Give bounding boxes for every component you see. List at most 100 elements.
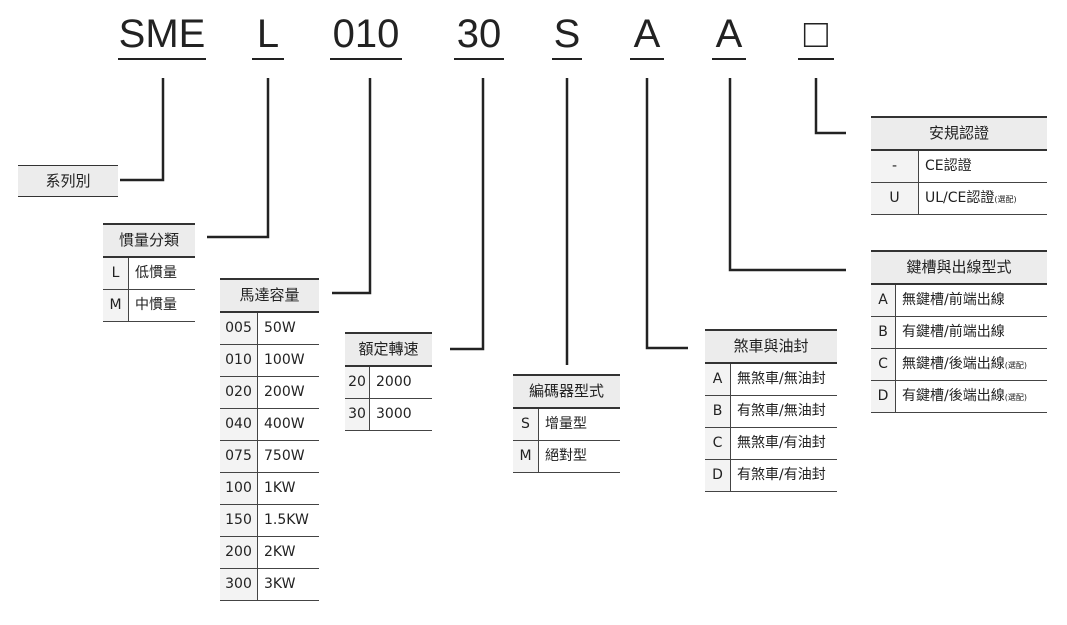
option-desc: 2000 xyxy=(370,367,412,398)
option-desc-text: 低慣量 xyxy=(135,265,177,281)
option-desc-text: 1.5KW xyxy=(264,512,309,528)
code-brake: A xyxy=(630,10,664,60)
option-desc: 3KW xyxy=(258,569,295,600)
option-code: 005 xyxy=(220,313,258,344)
option-desc-text: 3KW xyxy=(264,576,296,592)
option-code: 075 xyxy=(220,441,258,472)
keyway-header: 鍵槽與出線型式 xyxy=(871,252,1047,285)
option-desc-text: 100W xyxy=(264,352,305,368)
option-code: 010 xyxy=(220,345,258,376)
code-capacity: 010 xyxy=(330,10,402,60)
option-desc: 無煞車/有油封 xyxy=(731,428,826,459)
option-desc-text: 2KW xyxy=(264,544,296,560)
option-desc-text: UL/CE認證 xyxy=(925,190,995,206)
option-code: S xyxy=(513,409,539,440)
option-desc-text: 2000 xyxy=(376,374,412,390)
option-code: B xyxy=(705,396,731,427)
option-desc-text: 無煞車/有油封 xyxy=(737,435,826,451)
option-desc: 3000 xyxy=(370,399,412,430)
option-code: D xyxy=(705,460,731,491)
option-desc-text: 200W xyxy=(264,384,305,400)
table-row: D 有煞車/有油封 xyxy=(705,460,837,492)
table-row: S 增量型 xyxy=(513,409,620,441)
table-row: 010 100W xyxy=(220,345,319,377)
option-code: D xyxy=(871,381,896,412)
code-inertia: L xyxy=(252,10,284,60)
option-code: 150 xyxy=(220,505,258,536)
brake-header: 煞車與油封 xyxy=(705,331,837,364)
option-desc: 200W xyxy=(258,377,305,408)
connector-series xyxy=(120,78,165,182)
option-desc-text: 無鍵槽/後端出線 xyxy=(902,356,1005,372)
option-desc: 無鍵槽/後端出線(選配) xyxy=(896,349,1027,380)
option-desc: 低慣量 xyxy=(129,258,177,289)
table-row: C 無煞車/有油封 xyxy=(705,428,837,460)
option-desc-text: 有鍵槽/後端出線 xyxy=(902,388,1005,404)
optional-note: (選配) xyxy=(1004,361,1027,370)
connector-keyway xyxy=(728,78,846,272)
inertia-header: 慣量分類 xyxy=(103,225,195,258)
option-code: 040 xyxy=(220,409,258,440)
option-code: L xyxy=(103,258,129,289)
option-desc: 有煞車/有油封 xyxy=(731,460,826,491)
connector-brake xyxy=(645,78,688,350)
option-desc-text: 750W xyxy=(264,448,305,464)
table-row: -CE認證 xyxy=(871,151,1047,183)
option-code: B xyxy=(871,317,896,348)
code-cert: □ xyxy=(798,10,834,60)
option-code: A xyxy=(705,364,731,395)
option-code: 200 xyxy=(220,537,258,568)
option-desc: 絕對型 xyxy=(539,441,587,472)
series-label: 系列別 xyxy=(18,165,118,197)
table-row: 150 1.5KW xyxy=(220,505,319,537)
speed-header: 額定轉速 xyxy=(345,334,432,367)
connector-capacity xyxy=(332,78,372,295)
option-code: U xyxy=(871,183,919,214)
option-desc: 1KW xyxy=(258,473,295,504)
option-desc: 100W xyxy=(258,345,305,376)
option-desc: 2KW xyxy=(258,537,295,568)
option-code: A xyxy=(871,285,896,316)
table-row: 075 750W xyxy=(220,441,319,473)
option-code: C xyxy=(705,428,731,459)
option-desc-text: 絕對型 xyxy=(545,448,587,464)
option-code: C xyxy=(871,349,896,380)
option-code: - xyxy=(871,151,919,182)
option-desc: UL/CE認證(選配) xyxy=(919,183,1017,214)
option-desc: 有鍵槽/後端出線(選配) xyxy=(896,381,1027,412)
option-desc: 1.5KW xyxy=(258,505,309,536)
option-desc: 增量型 xyxy=(539,409,587,440)
option-desc-text: CE認證 xyxy=(925,158,972,174)
option-desc: CE認證 xyxy=(919,151,972,182)
connector-speed xyxy=(450,78,485,351)
option-desc-text: 增量型 xyxy=(545,416,587,432)
option-desc: 400W xyxy=(258,409,305,440)
option-desc-text: 400W xyxy=(264,416,305,432)
table-row: 200 2KW xyxy=(220,537,319,569)
code-encoder: S xyxy=(552,10,582,60)
connector-inertia xyxy=(207,78,270,239)
option-desc-text: 有煞車/有油封 xyxy=(737,467,826,483)
optional-note: (選配) xyxy=(1004,393,1027,402)
optional-note: (選配) xyxy=(994,195,1017,204)
option-desc-text: 有煞車/無油封 xyxy=(737,403,826,419)
option-desc: 中慣量 xyxy=(129,290,177,321)
option-code: 300 xyxy=(220,569,258,600)
